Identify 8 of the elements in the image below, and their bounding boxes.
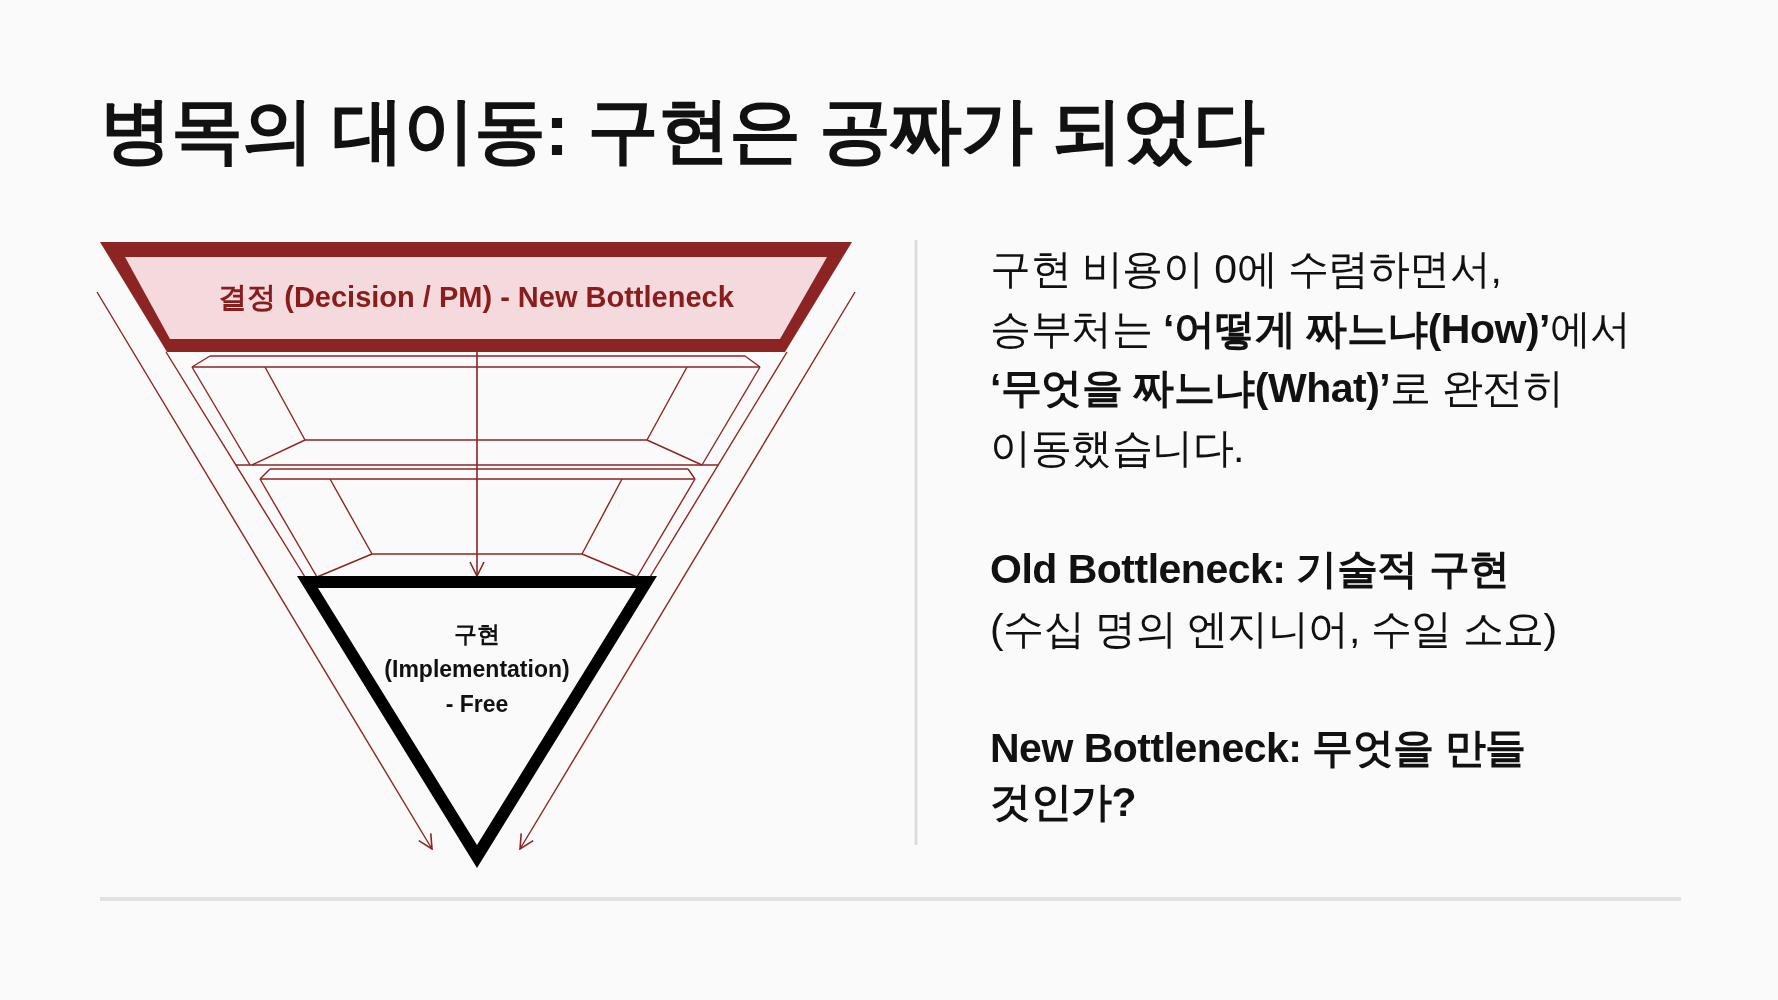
note-text: (수십 명의 엔지니어, 수일 소요)	[990, 605, 1557, 654]
paragraph: 구현 비용이 0에 수렴하면서, 승부처는 ‘어떻게 짜느냐(How)’에서 ‘무엇을 짜느냐(What)’로 완전히 이동했습니다.	[990, 245, 1632, 473]
arrow	[469, 351, 485, 577]
trapezoid-box: 결정 (Decision / PM) - New Bottleneck	[100, 242, 852, 352]
title: 병목의 대이동: 구현은 공짜가 되었다	[100, 89, 1264, 172]
triangle-box: 구현 (Implementation) - Free	[297, 576, 657, 868]
subheading: Old Bottleneck: 기술적 구현	[990, 545, 1510, 594]
subheading: New Bottleneck: 무엇을 만들 것인가?	[990, 724, 1527, 827]
